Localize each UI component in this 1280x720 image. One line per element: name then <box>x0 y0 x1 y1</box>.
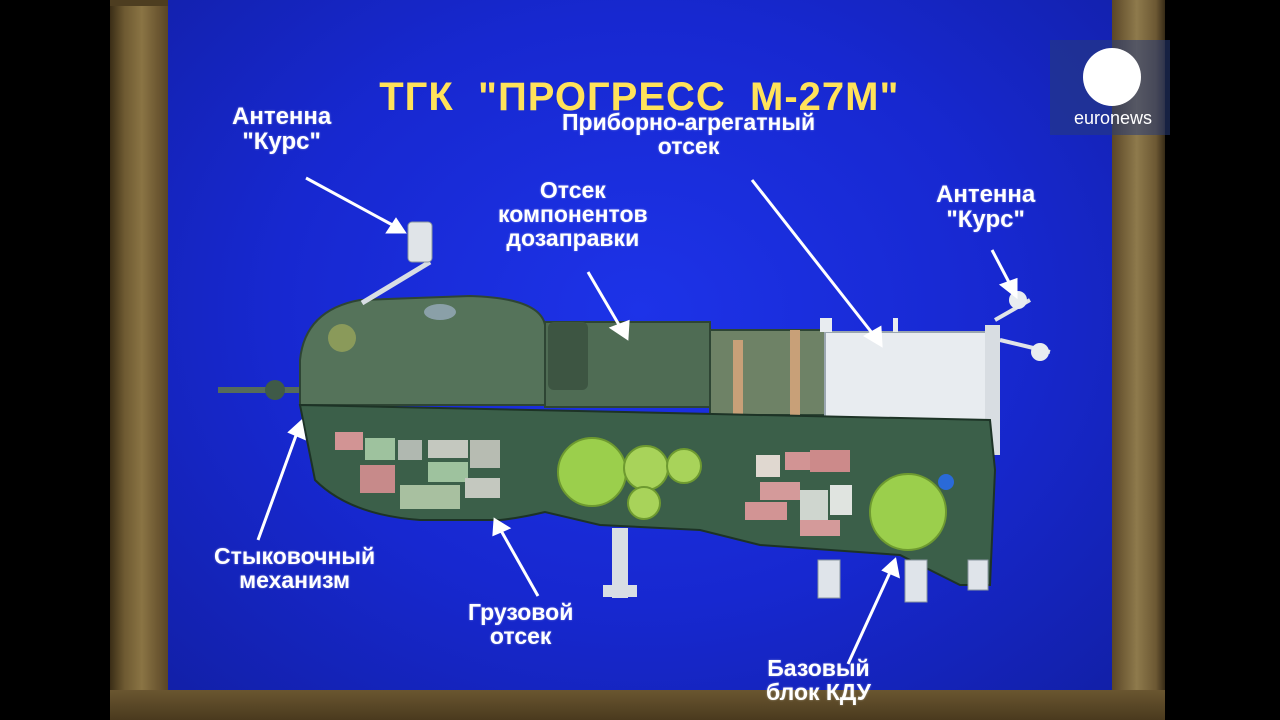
propellant-tank <box>666 448 702 484</box>
refueling-tank-cover <box>548 322 588 390</box>
propellant-tank <box>623 445 669 491</box>
euronews-logo-text: euronews <box>1073 108 1153 128</box>
euronews-logo-circle <box>1083 48 1141 106</box>
callout-arrows <box>256 176 1018 665</box>
cargo-box <box>398 440 422 460</box>
title-prefix: ТГК <box>379 75 454 119</box>
instrument-module-hull <box>709 329 831 416</box>
label-base-propulsion-block: Базовый блок КДУ <box>766 655 871 706</box>
antenna-dish-left <box>407 221 433 263</box>
diagram-title: ТГК "ПРОГРЕСС М-27М" <box>355 30 899 120</box>
cargo-box <box>470 440 500 468</box>
cargo-box <box>428 440 468 458</box>
cargo-box <box>365 438 395 460</box>
spacecraft-body <box>218 221 1051 603</box>
engine-nozzle <box>967 559 989 591</box>
engine-nozzle <box>817 559 841 599</box>
label-docking-mechanism: Стыковочный механизм <box>214 543 376 594</box>
cargo-box <box>360 465 395 493</box>
instrument-box <box>810 450 850 472</box>
instrument-box <box>800 520 840 536</box>
label-refueling-module: Отсек компонентов дозаправки <box>498 177 648 252</box>
wooden-frame-bottom <box>110 690 1167 720</box>
propulsion-tank <box>869 473 947 551</box>
propulsion-valve <box>938 474 954 490</box>
instrument-box <box>830 485 852 515</box>
arrowhead <box>287 419 306 441</box>
black-border-right <box>1165 0 1280 720</box>
label-instrument-module: Приборно-агрегатный отсек <box>562 109 816 160</box>
instrument-box <box>756 455 780 477</box>
arrow-instrument <box>750 179 878 339</box>
cargo-box <box>400 485 460 509</box>
mast <box>820 318 832 332</box>
title-model: М-27М" <box>750 75 900 119</box>
instrument-box <box>800 490 828 520</box>
arrowhead <box>863 325 883 348</box>
arrow-refueling <box>586 271 624 331</box>
support-foot <box>603 585 637 597</box>
propellant-tank <box>627 486 661 520</box>
instrument-strut-1 <box>733 340 743 420</box>
black-border-left <box>0 0 110 720</box>
instrument-box <box>785 452 813 470</box>
instrument-box <box>760 482 800 500</box>
wooden-frame-left <box>110 0 168 720</box>
hatch-window <box>424 304 456 320</box>
antenna-boom-left <box>360 259 432 306</box>
antenna-dish-right-2 <box>1031 343 1049 361</box>
label-antenna-kurs-right: Антенна "Курс" <box>936 181 1036 234</box>
arrowhead <box>608 319 630 341</box>
arrow-antenna-left <box>305 176 399 230</box>
title-name: "ПРОГРЕСС <box>478 75 726 119</box>
arrow-docking <box>256 429 300 541</box>
arrowhead <box>492 517 512 537</box>
arrowhead <box>881 557 900 579</box>
mast <box>893 318 898 332</box>
cargo-box <box>428 462 468 482</box>
docking-probe-ring <box>265 380 285 400</box>
label-cargo-module: Грузовой отсек <box>468 599 574 650</box>
arrowhead <box>385 217 407 234</box>
docking-target <box>328 324 356 352</box>
arrowhead <box>998 277 1018 300</box>
cargo-module-hull <box>299 294 546 406</box>
label-antenna-kurs-left: Антенна "Курс" <box>232 103 332 156</box>
instrument-box <box>745 502 787 520</box>
instrument-strut-2 <box>790 330 800 420</box>
cargo-box <box>335 432 363 450</box>
cargo-box <box>465 478 500 498</box>
support-strut <box>612 528 628 598</box>
propellant-tank <box>557 437 627 507</box>
arrow-base-block <box>846 567 894 665</box>
engine-nozzle <box>904 559 928 603</box>
arrow-cargo <box>497 526 540 597</box>
